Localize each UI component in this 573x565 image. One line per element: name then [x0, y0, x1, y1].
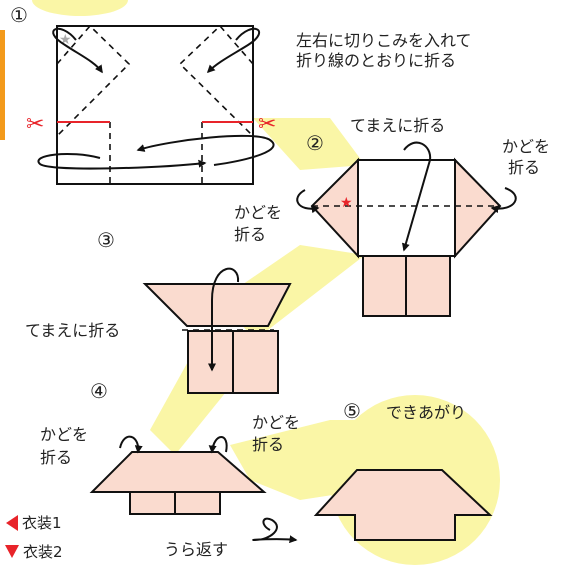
step-4-flip-label: うら返す	[164, 540, 228, 559]
step-4-corner-label-right-1: かどを	[252, 413, 300, 432]
step-1-fold-arrows	[37, 27, 275, 170]
step-4-corner-label-left-1: かどを	[40, 425, 88, 444]
step-3-top-piece	[142, 283, 292, 327]
step-4-corner-label-right-2: 折る	[252, 435, 284, 454]
step-5: ⑤ できあがり	[313, 399, 493, 541]
scissors-icon: ✂	[26, 112, 44, 137]
step-4-number: ④	[90, 379, 108, 403]
nav-item-costume-2[interactable]: 衣装2	[5, 541, 63, 562]
step-5-number: ⑤	[343, 399, 361, 423]
step-4-corner-arrow-right	[208, 436, 228, 454]
nav-item-costume-1[interactable]: 衣装1	[6, 512, 62, 533]
orange-side-bar	[0, 30, 5, 140]
step-2-corner-label-left-2: 折る	[234, 225, 266, 244]
step-3: ③ てまえに折る	[25, 228, 292, 394]
nav-item-label: 衣装2	[23, 543, 63, 561]
star-icon: ★	[340, 195, 353, 211]
step-1-instruction-line-1: 左右に切りこみを入れて	[296, 31, 472, 50]
step-2-corner-label-left-1: かどを	[234, 203, 282, 222]
step-5-label: できあがり	[386, 403, 466, 422]
finished-costume	[313, 469, 493, 541]
step-2: ② てまえに折る かどを 折る かどを 折る ★	[234, 116, 550, 317]
step-4-flip-arrow	[252, 517, 298, 544]
step-1-instruction-line-2: 折り線のとおりに折る	[296, 51, 456, 70]
scissors-icon: ✂	[258, 112, 276, 137]
step-4-corner-arrow-left	[119, 435, 143, 454]
step-3-number: ③	[97, 228, 115, 252]
left-triangle-icon	[6, 514, 18, 531]
nav-item-label: 衣装1	[22, 514, 62, 532]
step-4-corner-label-left-2: 折る	[40, 448, 72, 467]
step-2-fold-front-arrow	[401, 141, 432, 252]
step-2-number: ②	[306, 131, 324, 155]
step-1: ① 左右に切りこみを入れて 折り線のとおりに折る ✂ ✂ ★	[10, 3, 472, 185]
step-2-fold-front-label: てまえに折る	[350, 116, 445, 135]
step-1-square-paper	[56, 25, 254, 185]
step-2-corner-arrow-left	[296, 189, 320, 214]
step-1-fold-lines	[56, 24, 254, 184]
step-3-fold-front-arrow	[211, 267, 240, 301]
step-4-body	[89, 451, 267, 493]
step-4: ④ かどを 折る かどを 折る うら返す	[40, 379, 300, 559]
step-2-corner-arrow-right	[490, 187, 517, 214]
step-2-corner-label-right-2: 折る	[508, 158, 540, 177]
down-triangle-icon	[5, 545, 19, 558]
top-highlight-tab	[32, 0, 128, 16]
step-3-fold-front-label: てまえに折る	[25, 321, 120, 340]
step-2-corner-label-right-1: かどを	[502, 137, 550, 156]
step-1-number: ①	[10, 3, 28, 27]
